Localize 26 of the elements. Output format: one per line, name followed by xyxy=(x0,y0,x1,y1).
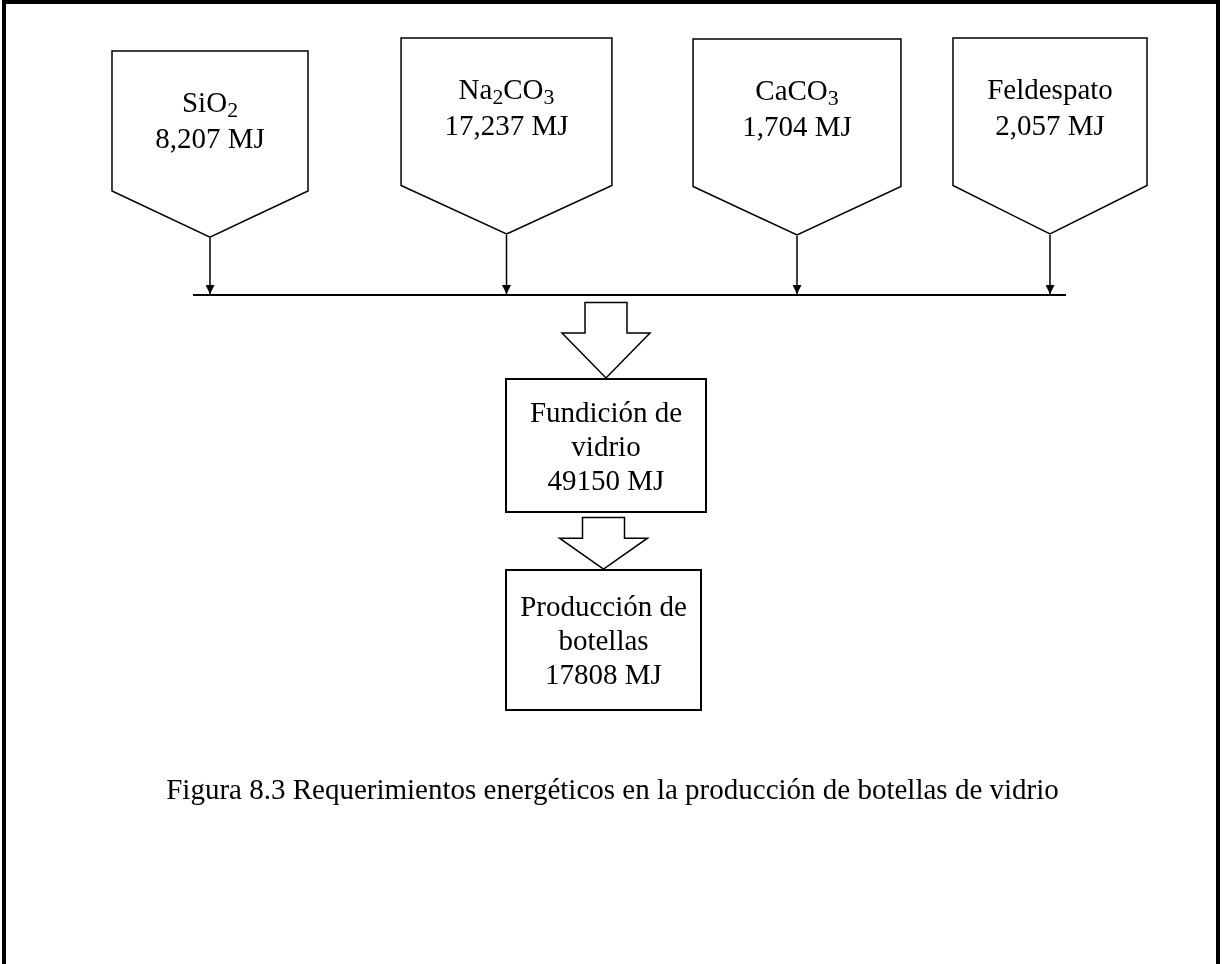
block-arrow xyxy=(560,301,652,380)
material-name: SiO$_{2}$ xyxy=(182,85,238,120)
process-name: Producción de botellas xyxy=(519,589,688,657)
arrow xyxy=(502,234,511,295)
material-name: CaCO$_{3}$ xyxy=(755,73,839,108)
material-name: Feldespato xyxy=(987,72,1113,107)
energy-value: 17808 MJ xyxy=(545,657,662,691)
input-pentagon xyxy=(111,50,309,238)
arrow xyxy=(792,235,802,295)
block-arrow xyxy=(557,516,650,570)
energy-value: 17,237 MJ xyxy=(444,108,569,143)
input-pentagon xyxy=(952,37,1148,235)
energy-value: 49150 MJ xyxy=(547,462,665,497)
material-name: Na$_{2}$CO$_{3}$ xyxy=(458,72,555,107)
energy-value: 1,704 MJ xyxy=(742,109,852,144)
collector-line xyxy=(193,294,1066,296)
energy-value: 2,057 MJ xyxy=(995,108,1105,143)
figure-caption: Figura 8.3 Requerimientos energéticos en la producción de botellas de vidrio xyxy=(165,772,1060,806)
process-name: Fundición de vidrio xyxy=(528,394,684,463)
arrow xyxy=(1045,234,1055,295)
input-pentagon xyxy=(692,38,902,236)
energy-value: 8,207 MJ xyxy=(155,121,265,156)
arrow xyxy=(205,237,215,295)
process-box xyxy=(505,569,702,711)
process-box xyxy=(505,378,707,513)
input-pentagon xyxy=(400,37,613,235)
